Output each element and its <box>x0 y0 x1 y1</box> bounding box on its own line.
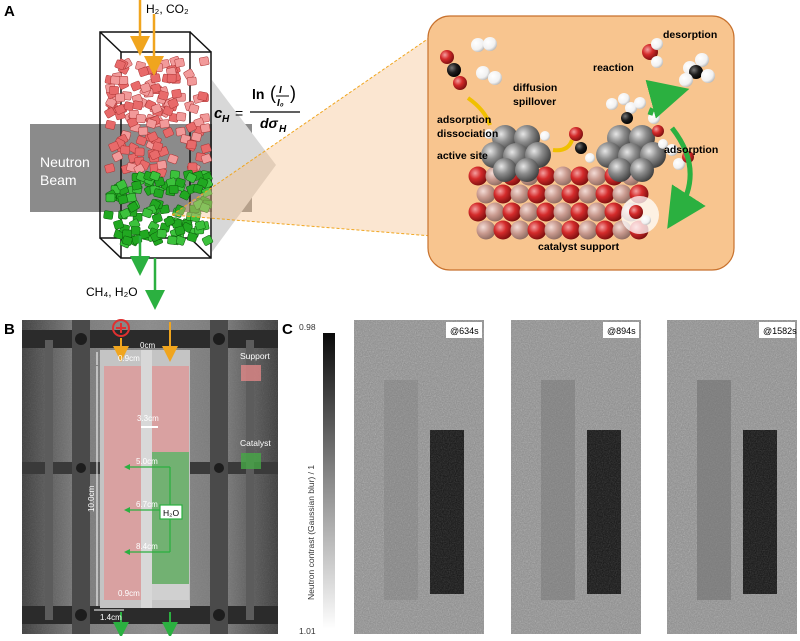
svg-text:(: ( <box>270 83 276 103</box>
time-tag: @894s <box>607 326 636 336</box>
contrast-frame: @1582s <box>667 320 797 634</box>
water-molecule <box>642 38 663 68</box>
legend-support-swatch <box>241 365 261 381</box>
left-column <box>384 380 418 600</box>
contrast-formula: c H = ln ( I I₀ ) dσ H <box>214 83 300 135</box>
active-site-left <box>481 125 551 182</box>
svg-text:=: = <box>235 105 243 121</box>
colorbar-bottom-label: 1.01 <box>299 626 316 636</box>
left-column <box>697 380 731 600</box>
h2-molecules <box>471 37 502 85</box>
legend-support: Support <box>240 351 270 361</box>
dim-top-zero: 0cm <box>140 341 155 350</box>
time-tag: @1582s <box>763 326 797 336</box>
colorbar <box>323 333 335 629</box>
support-zone-right <box>152 366 189 452</box>
beam-label-line2: Beam <box>40 172 77 188</box>
dim-50: 5.0cm <box>136 457 158 466</box>
time-tag: @634s <box>450 326 479 336</box>
formula-lhs-sub: H <box>222 114 230 125</box>
zoom-wedge <box>172 36 432 236</box>
svg-text:I₀: I₀ <box>277 98 284 109</box>
legend-catalyst: Catalyst <box>240 438 271 448</box>
radiograph: H₂O Support Catalyst 0cm 0.9cm 3.3cm 5.0… <box>22 319 278 638</box>
left-column <box>541 380 575 600</box>
adsorption-arrow <box>667 126 706 229</box>
label-reaction: reaction <box>593 62 634 74</box>
label-catalyst-support: catalyst support <box>538 241 620 253</box>
label-diffusion: diffusion <box>513 82 557 94</box>
support-zone-left <box>104 366 141 600</box>
frame-noise <box>354 320 484 634</box>
legend-catalyst-swatch <box>241 453 261 469</box>
formula-denominator: dσ <box>260 115 279 131</box>
frame-noise <box>667 320 797 634</box>
h2o-label: H₂O <box>163 508 179 518</box>
panel-b-label: B <box>4 321 15 338</box>
beam-label-line1: Neutron <box>40 154 90 170</box>
dim-bottom-width: 1.4cm <box>100 613 122 622</box>
colorbar-axis-label: Neutron contrast (Gaussian blur) / 1 <box>306 465 316 600</box>
panel-a-label: A <box>4 3 15 20</box>
dim-84: 8.4cm <box>136 542 158 551</box>
catalysis-callout: reaction desorption diffusion spillover … <box>427 15 735 271</box>
active-site-right <box>596 93 668 182</box>
right-column-noise <box>587 430 621 594</box>
dim-top-gap: 0.9cm <box>118 354 140 363</box>
label-dissociation: dissociation <box>437 128 498 140</box>
spillover-arrow-left <box>466 96 492 126</box>
label-active-site: active site <box>437 150 488 162</box>
spillover-arrow-mid <box>552 139 574 153</box>
label-adsorption: adsorption <box>664 144 718 156</box>
gas-in-label: H₂, CO₂ <box>146 2 189 16</box>
right-column-noise <box>743 430 777 594</box>
contrast-frame: @634s <box>354 320 484 634</box>
h2o-box <box>159 504 183 520</box>
formula-den-sub: H <box>279 124 287 135</box>
dim-bottom-gap: 0.9cm <box>118 589 140 598</box>
co2-molecule <box>440 50 467 90</box>
label-spillover: spillover <box>513 96 556 108</box>
reactor-column <box>99 31 214 259</box>
dim-67: 6.7cm <box>136 500 158 509</box>
time-tag-bg <box>603 322 639 338</box>
right-column-noise <box>430 430 464 594</box>
dim-width-33: 3.3cm <box>137 414 159 423</box>
contrast-frame: @894s <box>511 320 641 634</box>
valve-icon <box>112 319 130 337</box>
time-tag-bg <box>446 322 482 338</box>
time-tag-bg <box>759 322 795 338</box>
formula-lhs: c <box>214 105 223 122</box>
label-desorption: desorption <box>663 29 717 41</box>
frame-noise <box>511 320 641 634</box>
svg-text:): ) <box>290 83 296 103</box>
gas-out-label: CH₄, H₂O <box>86 285 138 299</box>
panel-c-label: C <box>282 321 293 338</box>
dim-total: 10.0cm <box>87 485 96 512</box>
desorption-arrow <box>645 79 690 119</box>
svg-text:I: I <box>279 85 282 96</box>
formula-numerator: ln <box>252 86 264 102</box>
label-adsorption-1: adsorption <box>437 114 491 126</box>
colorbar-top-label: 0.98 <box>299 322 316 332</box>
